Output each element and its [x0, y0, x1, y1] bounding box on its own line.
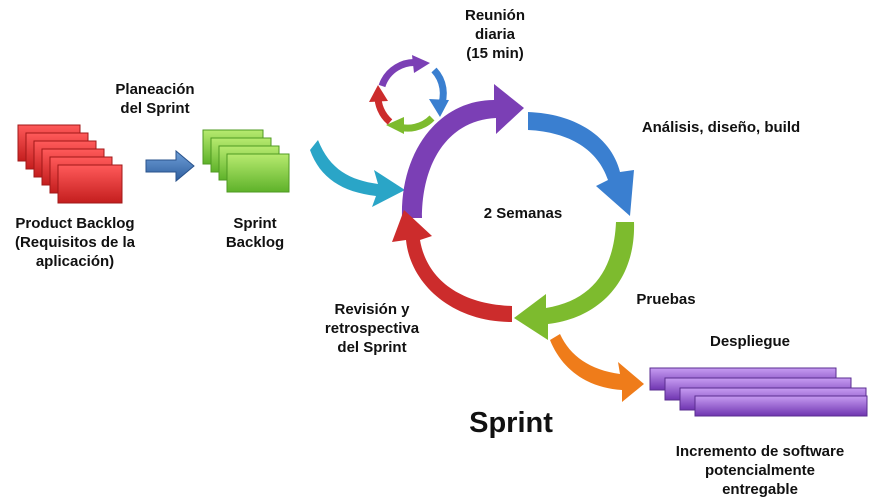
increment-stack [649, 367, 868, 417]
cycle-arrow-purple [401, 84, 524, 218]
review-label: Revisión y retrospectiva del Sprint [324, 301, 420, 356]
analysis-label: Análisis, diseño, build [641, 119, 801, 136]
sprint-input-arrow [310, 140, 405, 207]
sprint-backlog-stack [202, 129, 290, 193]
product-backlog-label: Product Backlog (Requisitos de la aplica… [14, 215, 136, 270]
cycle-arrow-green [514, 222, 635, 340]
increment-label: Incremento de software potencialmente en… [675, 443, 845, 498]
cycle-arrow-blue [528, 112, 634, 216]
sprint-backlog-label: Sprint Backlog [225, 215, 285, 251]
product-backlog-stack [17, 124, 123, 204]
sprint-title: Sprint [469, 407, 553, 439]
sprint-planning-label: Planeación del Sprint [115, 81, 195, 117]
testing-label: Pruebas [636, 291, 696, 308]
cycle-arrow-red [392, 210, 512, 322]
deploy-arrow [550, 334, 644, 402]
planning-flow-arrow [145, 149, 195, 183]
deployment-label: Despliegue [709, 333, 791, 350]
daily-meeting-label: Reunión diaria (15 min) [465, 7, 525, 62]
duration-label: 2 Semanas [483, 205, 563, 222]
daily-cycle-icon [369, 55, 449, 134]
